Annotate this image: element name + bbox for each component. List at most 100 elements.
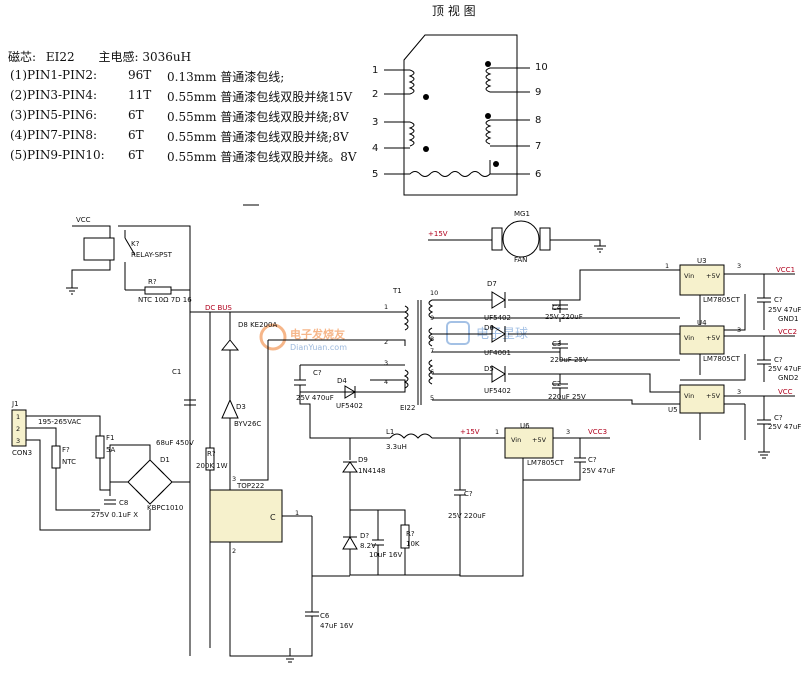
t1-pin: 6 xyxy=(430,368,434,376)
top222-pin2: 2 xyxy=(232,547,236,555)
inductance-label: 主电感: xyxy=(98,50,139,64)
u5-regulator xyxy=(679,384,725,414)
d7-diode xyxy=(491,291,506,309)
u6-ref: U6 xyxy=(520,422,530,430)
top-view-title: 顶 视 图 xyxy=(432,3,476,18)
top222-ic xyxy=(209,489,283,543)
d6-diode xyxy=(491,325,506,343)
cbulk-ref: C1 xyxy=(172,368,181,376)
rz-value: 10K xyxy=(406,540,420,548)
cout2-value: 25V 47uF xyxy=(768,365,801,373)
pin-label: 10 xyxy=(535,62,548,73)
zener-network xyxy=(342,509,406,576)
ntc-resistor xyxy=(144,286,172,295)
ground-icon xyxy=(66,287,78,295)
c4-capacitor xyxy=(552,304,568,310)
cq2-ref: C? xyxy=(774,356,783,364)
u3-ref: U3 xyxy=(697,257,707,265)
bulk-capacitor xyxy=(184,312,196,470)
aux-supply: L1 3.3uH +15V D9 1N4148 D? 8.2V 10uF 16V… xyxy=(284,422,615,663)
t1-pin: 8 xyxy=(430,335,434,343)
aux-wiring xyxy=(294,365,390,439)
d5-ref: D5 xyxy=(484,365,494,373)
winding-row: (4)PIN7-PIN8: 6T 0.55mm 普通漆包线双股并绕;8V xyxy=(10,128,349,144)
c6-value: 47uF 16V xyxy=(320,622,354,630)
transformer-t1: T1 EI22 1 2 3 4 10 9 8 7 6 5 C? 25V 470u… xyxy=(240,287,438,481)
tvs-label: D8 KE200A xyxy=(238,321,277,329)
u4-regulator xyxy=(679,325,725,355)
d6-ref: D6 xyxy=(484,324,494,332)
u6-vout: +5V xyxy=(532,436,547,444)
c6-capacitor xyxy=(290,576,319,657)
watermark-cn: 电子发烧友 xyxy=(290,327,345,341)
t1-pin: 7 xyxy=(430,347,434,355)
vcc3-label: VCC3 xyxy=(588,428,607,436)
u5-pin3: 3 xyxy=(737,388,741,396)
fuse-ref: F1 xyxy=(106,434,114,442)
cq6-ref: C? xyxy=(588,456,597,464)
j1-pin: 3 xyxy=(16,437,20,445)
input-section: VCC K? RELAY-SPST R? NTC 10Ω 7D 16 DC BU… xyxy=(11,216,380,657)
t1-pin: 3 xyxy=(384,359,388,367)
watermark: 电子发烧友 DianYuan.com 电子星球 xyxy=(259,321,528,352)
d9-diode xyxy=(342,461,358,510)
plus15-label: +15V xyxy=(460,428,480,436)
u6-pin3: 3 xyxy=(566,428,570,436)
bridge-value: KBPC1010 xyxy=(147,504,183,512)
vcc2-label: VCC2 xyxy=(778,328,797,336)
c3-ref: C3 xyxy=(552,340,561,348)
rz-ref: R? xyxy=(406,530,415,538)
c6-ref: C6 xyxy=(320,612,330,620)
core-spec-line: 磁芯: EI22 主电感: 3036uH xyxy=(8,48,191,65)
pin-label: 9 xyxy=(535,87,541,98)
c4-value: 25V 220uF xyxy=(545,313,583,321)
d4-diode xyxy=(330,385,370,399)
cmain-value: 25V 220uF xyxy=(448,512,486,520)
dot-marker xyxy=(423,146,429,152)
cx-value: 275V 0.1uF X xyxy=(91,511,138,519)
coil-8-7 xyxy=(485,119,492,145)
aux-return xyxy=(311,438,524,577)
winding-row: (1)PIN1-PIN2: 96T 0.13mm 普通漆包线; xyxy=(10,68,285,84)
fuse-value: 5A xyxy=(106,446,115,454)
u3-pin1: 1 xyxy=(665,262,669,270)
inductance-value: 3036uH xyxy=(142,50,192,64)
u4-vin: Vin xyxy=(684,334,694,342)
u3-pin3: 3 xyxy=(737,262,741,270)
dot-marker xyxy=(493,161,499,167)
t1-core-lines xyxy=(417,300,422,405)
d3-value: BYV26C xyxy=(234,420,261,428)
d9-ref: D9 xyxy=(358,456,368,464)
watermark-logo-icon xyxy=(259,323,287,351)
fan-motor-icon xyxy=(502,220,540,258)
gnd1-label: GND1 xyxy=(778,315,799,323)
t1-core: EI22 xyxy=(400,404,415,412)
cx-ref: C8 xyxy=(119,499,128,507)
cout1-value: 25V 47uF xyxy=(768,306,801,314)
t1-pin: 4 xyxy=(384,378,388,386)
ch2-wires xyxy=(432,333,746,381)
rstart-value: 200K 1W xyxy=(196,462,228,470)
t1-secondaries xyxy=(428,299,434,385)
cbulk-value: 68uF 450V xyxy=(156,439,194,447)
transformer-top-view: 顶 视 图 1 2 3 4 5 10 9 8 7 6 xyxy=(372,3,548,196)
output-channel-3: D5 UF5402 C2 220uF 25V U5 Vin +5V 3 VCC … xyxy=(432,365,801,442)
u3-model: LM7805CT xyxy=(703,296,741,304)
t1-primary xyxy=(403,305,409,389)
coil-1-2 xyxy=(408,69,415,95)
vcc1-label: VCC1 xyxy=(776,266,795,274)
pin-label: 3 xyxy=(372,117,378,128)
d5-value: UF5402 xyxy=(484,387,511,395)
bridge-wires xyxy=(109,444,190,496)
ground-icon xyxy=(284,648,296,663)
pin-label: 7 xyxy=(535,141,541,152)
l1-ref: L1 xyxy=(386,428,394,436)
ntc-thermistor xyxy=(51,445,61,469)
dot-marker xyxy=(423,94,429,100)
cout3-value: 25V 47uF xyxy=(768,423,801,431)
fan-name: FAN xyxy=(514,256,527,264)
fan-terminal xyxy=(491,227,503,251)
ntc2-value: NTC xyxy=(62,458,76,466)
j1-ref: J1 xyxy=(11,400,19,408)
